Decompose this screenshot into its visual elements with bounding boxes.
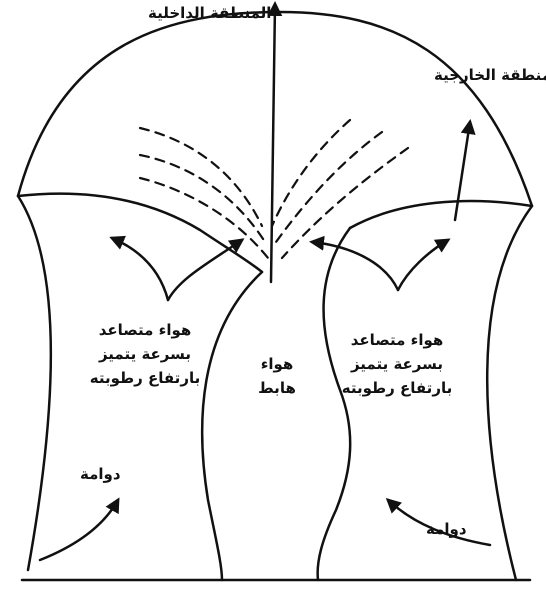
outer-zone-label: المنطقة الخارجية bbox=[434, 66, 546, 84]
left-vortex-label: دوامة bbox=[80, 465, 121, 483]
right-vortex-label: دوامة bbox=[426, 520, 467, 538]
downdraft-label-line: هواء bbox=[252, 352, 302, 376]
inner-zone-label: المنطقة الداخلية bbox=[148, 4, 271, 22]
left-vortex-arrow bbox=[40, 500, 118, 560]
left-column-top-edge bbox=[18, 194, 262, 272]
left-outer-boundary bbox=[18, 196, 51, 570]
right-updraft-line: هواء متصاعد bbox=[322, 328, 472, 352]
downdraft-label: هواء هابط bbox=[252, 352, 302, 400]
left-updraft-line: هواء متصاعد bbox=[70, 318, 220, 342]
left-updraft-line: بارتفاع رطوبته bbox=[70, 366, 220, 390]
left-outflow-arrow bbox=[112, 238, 168, 300]
right-column-top-edge bbox=[350, 201, 532, 228]
dashed-flow-line bbox=[272, 120, 350, 226]
left-updraft-line: بسرعة يتميز bbox=[70, 342, 220, 366]
outer-zone-arrow bbox=[455, 122, 470, 220]
right-updraft-label: هواء متصاعد بسرعة يتميز بارتفاع رطوبته bbox=[322, 328, 472, 400]
downdraft-label-line: هابط bbox=[252, 376, 302, 400]
right-updraft-line: بارتفاع رطوبته bbox=[322, 376, 472, 400]
right-downdraft-boundary bbox=[318, 228, 351, 580]
right-outer-boundary bbox=[487, 206, 532, 580]
right-updraft-line: بسرعة يتميز bbox=[322, 352, 472, 376]
right-updraft-arrow bbox=[398, 240, 448, 290]
dashed-flow-line bbox=[282, 148, 408, 258]
left-updraft-label: هواء متصاعد بسرعة يتميز بارتفاع رطوبته bbox=[70, 318, 220, 390]
dashed-flow-line bbox=[140, 178, 268, 258]
inner-zone-arrow bbox=[271, 4, 275, 282]
